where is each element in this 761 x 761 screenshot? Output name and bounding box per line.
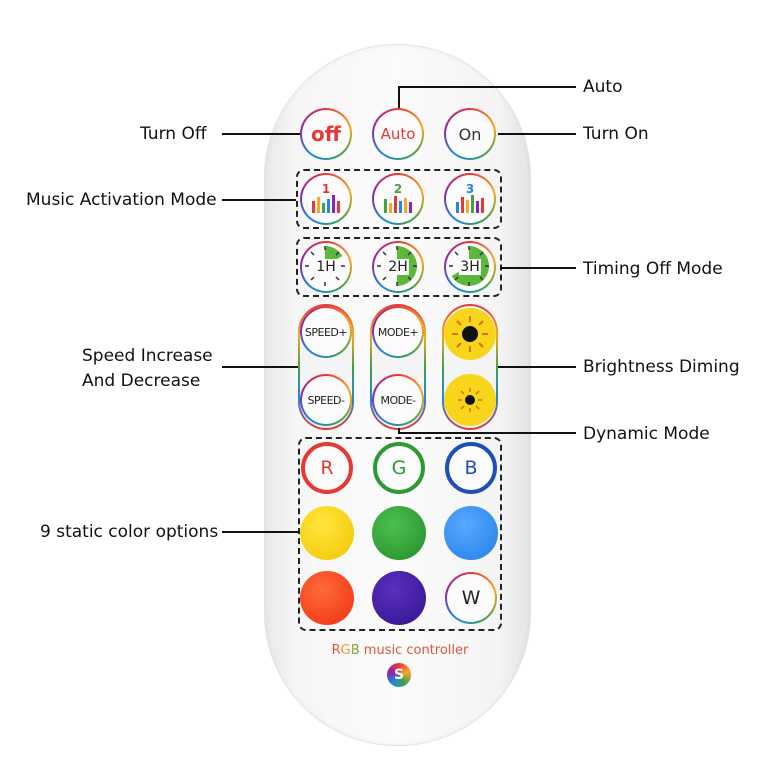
music-mode-3-button[interactable]: 3 <box>444 173 496 225</box>
auto-callout: Auto <box>583 77 623 97</box>
music-mode-1-number: 1 <box>322 182 330 196</box>
timer-2h-button[interactable]: 2H <box>372 241 424 293</box>
green-label: G <box>391 457 407 479</box>
brightness-callout-line <box>498 366 576 368</box>
yellow-color-button[interactable] <box>300 506 354 560</box>
brand-text: RGB music controller <box>300 643 500 658</box>
auto-button[interactable]: Auto <box>372 108 424 160</box>
brand-logo: S <box>387 663 411 687</box>
power-on-button[interactable]: On <box>444 108 496 160</box>
sun-icon <box>458 388 482 412</box>
green-button[interactable]: G <box>373 442 425 494</box>
brand-suffix: music controller <box>359 643 469 658</box>
sun-icon <box>452 316 488 352</box>
turn-on-callout: Turn On <box>583 124 649 144</box>
speed-up-label: SPEED+ <box>304 325 348 339</box>
indigo-color-button[interactable] <box>372 571 426 625</box>
auto-callout-line-v <box>398 86 400 108</box>
white-button[interactable]: W <box>445 572 497 624</box>
dynamic-mode-callout: Dynamic Mode <box>583 424 710 444</box>
turn-off-callout-line <box>222 133 300 135</box>
brightness-up-button[interactable] <box>444 308 496 360</box>
music-mode-callout: Music Activation Mode <box>26 190 217 210</box>
power-off-label: off <box>311 122 341 146</box>
brand-logo-letter: S <box>393 667 405 683</box>
music-mode-group <box>296 169 502 229</box>
auto-callout-line-h <box>399 86 576 88</box>
speed-down-label: SPEED- <box>307 393 345 407</box>
timer-1h-button[interactable]: 1H <box>300 241 352 293</box>
speed-down-button[interactable]: SPEED- <box>300 374 352 426</box>
brightness-down-button[interactable] <box>444 374 496 426</box>
red-button[interactable]: R <box>301 442 353 494</box>
mode-up-label: MODE+ <box>377 325 419 339</box>
mode-down-button[interactable]: MODE- <box>372 374 424 426</box>
music-callout-line <box>222 199 296 201</box>
timer-2h-label: 2H <box>387 259 409 275</box>
turn-on-callout-line <box>498 133 576 135</box>
speed-callout-line2: And Decrease <box>82 371 201 391</box>
timing-off-callout: Timing Off Mode <box>583 259 723 279</box>
auto-label: Auto <box>380 125 416 143</box>
static-color-group <box>298 437 502 631</box>
music-bars-icon: 1 <box>312 182 340 213</box>
brand-prefix: RGB <box>331 643 360 658</box>
brightness-callout: Brightness Diming <box>583 357 740 377</box>
blue-label: B <box>464 457 478 479</box>
red-label: R <box>320 457 334 479</box>
white-label: W <box>461 587 481 609</box>
timing-callout-line <box>500 267 576 269</box>
sky-blue-color-button[interactable] <box>444 506 498 560</box>
timer-1h-label: 1H <box>315 259 337 275</box>
dark-green-color-button[interactable] <box>372 506 426 560</box>
turn-off-callout: Turn Off <box>140 124 207 144</box>
power-off-button[interactable]: off <box>300 108 352 160</box>
static-callout-line <box>222 531 298 533</box>
dynamic-callout-line-h <box>398 432 576 434</box>
speed-up-button[interactable]: SPEED+ <box>300 306 352 358</box>
mode-down-label: MODE- <box>380 393 416 407</box>
power-on-label: On <box>458 124 482 144</box>
music-mode-2-button[interactable]: 2 <box>372 173 424 225</box>
speed-callout-line1: Speed Increase <box>82 346 213 366</box>
static-colors-callout: 9 static color options <box>40 522 219 542</box>
music-mode-3-number: 3 <box>466 182 474 196</box>
orange-color-button[interactable] <box>300 571 354 625</box>
music-bars-icon: 2 <box>384 182 412 213</box>
blue-button[interactable]: B <box>445 442 497 494</box>
music-mode-2-number: 2 <box>394 182 402 196</box>
timer-3h-button[interactable]: 3H <box>444 241 496 293</box>
mode-up-button[interactable]: MODE+ <box>372 306 424 358</box>
music-mode-1-button[interactable]: 1 <box>300 173 352 225</box>
music-bars-icon: 3 <box>456 182 484 213</box>
dynamic-callout-line-v <box>398 428 400 434</box>
speed-callout-line <box>222 366 298 368</box>
timer-3h-label: 3H <box>459 259 481 275</box>
